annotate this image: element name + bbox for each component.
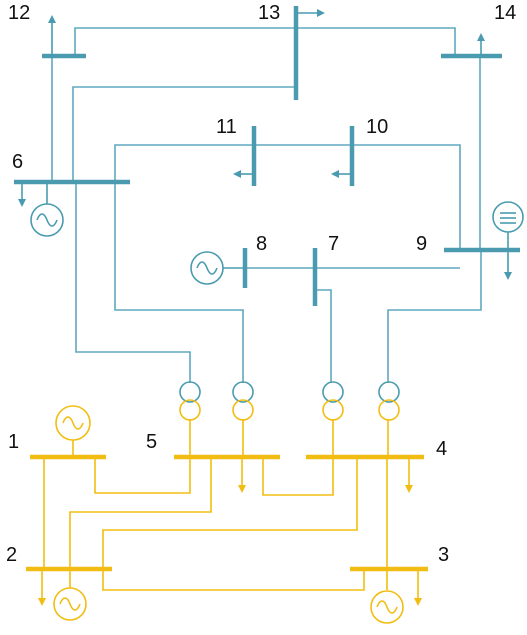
bus-label-11: 11 bbox=[216, 116, 237, 138]
lv-machines bbox=[53, 405, 404, 624]
bus-label-2: 2 bbox=[6, 544, 18, 566]
bus-label-3: 3 bbox=[438, 544, 450, 566]
bus-label-14: 14 bbox=[494, 2, 517, 24]
bus-label-8: 8 bbox=[256, 233, 268, 255]
synchronous-condenser-icon bbox=[492, 201, 524, 233]
line-5-2 bbox=[69, 457, 212, 569]
line-2-4 bbox=[102, 457, 358, 569]
transformer-icon bbox=[232, 381, 254, 421]
line-13-14 bbox=[296, 27, 456, 56]
generator-icon bbox=[370, 590, 404, 624]
transformers bbox=[179, 381, 400, 421]
feeder-9-to-4 bbox=[387, 250, 482, 383]
load-arrow-icon bbox=[414, 569, 422, 606]
feeder-7-to-4 bbox=[315, 289, 332, 383]
transformer-icon bbox=[179, 381, 201, 421]
bus-label-6: 6 bbox=[12, 151, 24, 173]
hv-lines bbox=[51, 27, 482, 383]
load-arrow-icon bbox=[504, 250, 512, 280]
line-10-9 bbox=[352, 144, 461, 250]
generator-icon bbox=[55, 405, 91, 441]
lv-lines bbox=[43, 419, 389, 591]
hv-buses bbox=[14, 6, 520, 306]
load-arrow-icon bbox=[296, 9, 325, 17]
bus-label-10: 10 bbox=[366, 116, 389, 138]
bus-label-1: 1 bbox=[8, 431, 20, 453]
generator-icon bbox=[190, 251, 224, 285]
line-5-4 bbox=[262, 457, 334, 496]
load-arrow-icon bbox=[331, 170, 352, 178]
bus-label-5: 5 bbox=[146, 431, 158, 453]
hv-loads bbox=[18, 9, 512, 280]
transformer-icon bbox=[322, 381, 344, 421]
line-12-13 bbox=[74, 27, 296, 56]
generator-icon bbox=[30, 203, 64, 237]
lv-buses bbox=[26, 454, 428, 572]
lv-loads bbox=[38, 457, 422, 606]
load-arrow-icon bbox=[48, 15, 56, 56]
line-6-13 bbox=[72, 86, 296, 182]
bus-label-7: 7 bbox=[328, 233, 340, 255]
line-1-5 bbox=[94, 457, 191, 494]
bus-label-12: 12 bbox=[8, 2, 31, 24]
bus-label-9: 9 bbox=[416, 233, 428, 255]
bus-label-13: 13 bbox=[258, 2, 281, 24]
load-arrow-icon bbox=[477, 33, 485, 56]
load-arrow-icon bbox=[238, 457, 246, 493]
feeder-6-to-5b bbox=[114, 182, 244, 383]
load-arrow-icon bbox=[405, 457, 413, 493]
feeder-6-to-5 bbox=[75, 182, 191, 383]
bus-label-4: 4 bbox=[436, 438, 448, 460]
generator-icon bbox=[53, 587, 87, 621]
load-arrow-icon bbox=[233, 170, 254, 178]
transformer-icon bbox=[378, 381, 400, 421]
hv-machines bbox=[30, 182, 524, 285]
load-arrow-icon bbox=[18, 182, 26, 207]
load-arrow-icon bbox=[38, 569, 46, 606]
line-6-11 bbox=[114, 144, 254, 182]
line-2-3 bbox=[102, 569, 365, 591]
